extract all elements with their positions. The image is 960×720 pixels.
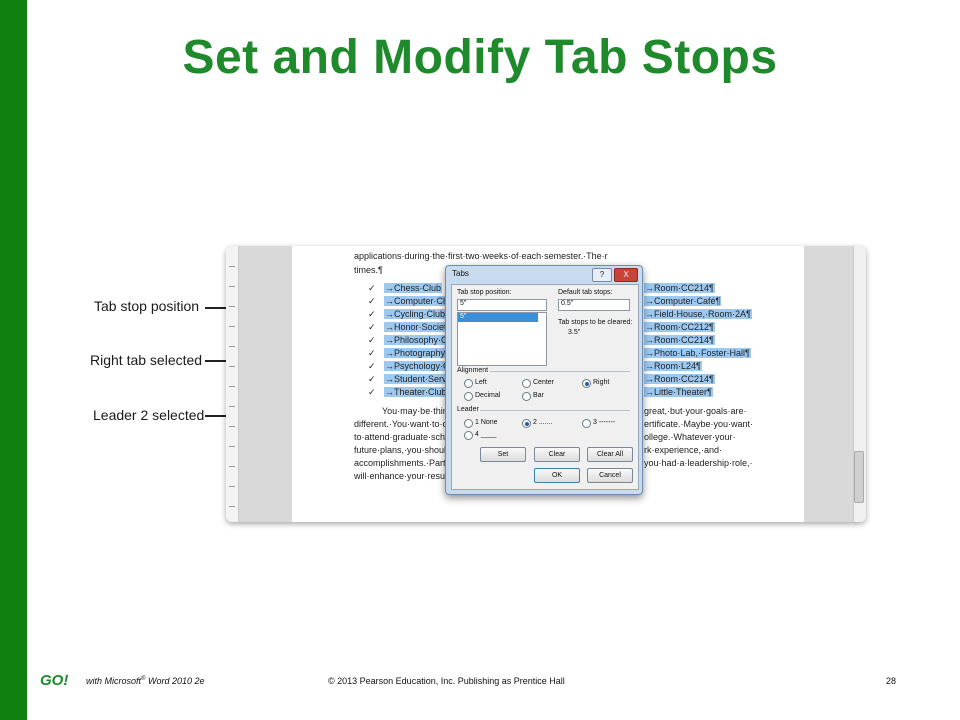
room-cell: →Room·CC214¶ [644,335,715,345]
dialog-body: Tab stop position: 5" 5" Default tab sto… [451,284,639,490]
leader-1-label: 1 None [475,419,498,426]
alignment-left-label: Left [475,379,487,386]
alignment-right-radio[interactable] [582,379,591,388]
club-row: ✓→Photography·Club [368,348,468,358]
callout-tab-stop-position: Tab stop position [94,298,200,314]
club-row: ✓→Computer·Club [368,296,457,306]
leader-2-label: 2 ....... [533,419,553,426]
tabs-dialog: Tabs ? X Tab stop position: 5" 5" Defaul… [445,265,643,495]
club-row: ✓→Student·Service·C [368,374,469,384]
tab-stop-list-item[interactable]: 5" [458,313,538,322]
default-tab-stops-label: Default tab stops: [558,289,613,296]
clear-button[interactable]: Clear [534,447,580,462]
checkmark-icon: ✓ [368,348,376,358]
leader-2-radio[interactable] [522,419,531,428]
para-right: great,·but·your·goals·are· [644,406,747,416]
para-right: you·had·a·leadership·role,· [644,458,753,468]
alignment-bar-label: Bar [533,392,544,399]
para-left: future·plans,·you·should·h [354,445,460,455]
leader-4-label: 4 ____ [475,431,497,438]
para-left: You·may·be·thinki [382,406,455,416]
alignment-center-radio[interactable] [522,379,531,388]
callout-right-tab-selected: Right tab selected [90,352,203,368]
go-logo: GO! [40,672,68,688]
slide-title: Set and Modify Tab Stops [182,31,778,84]
svg-text:GO!: GO! [40,672,68,688]
tab-stops-cleared-label: Tab stops to be cleared: [558,319,633,326]
clear-all-button[interactable]: Clear All [587,447,633,462]
para-right: ertificate.·Maybe·you·want· [644,419,754,429]
room-cell: →Little·Theater¶ [644,387,713,397]
para-right: ollege.·Whatever·your· [644,432,736,442]
para-left: different.·You·want·to·con [354,419,458,429]
footer-copyright: © 2013 Pearson Education, Inc. Publishin… [328,676,565,686]
tab-stop-position-input[interactable]: 5" [457,299,547,311]
tab-stop-list[interactable]: 5" [457,312,547,366]
club-row: ✓→Chess·Club [368,283,443,293]
close-button[interactable]: X [614,268,638,282]
default-tab-stops-input[interactable]: 0.5" [558,299,630,311]
doc-times: times.¶ [354,265,383,275]
left-accent-bar [0,0,27,720]
tab-stops-cleared-value: 3.5" [568,329,581,336]
leader-group-label: Leader [457,406,479,413]
ok-button[interactable]: OK [534,468,580,483]
club-row: ✓→Psychology·Club [368,361,463,371]
club-row: ✓→Theater·Club [368,387,448,397]
cancel-button[interactable]: Cancel [587,468,633,483]
alignment-right-label: Right [593,379,610,386]
callout-leader-2-selected: Leader 2 selected [93,407,205,423]
leader-1-radio[interactable] [464,419,473,428]
room-cell: →Computer·Café¶ [644,296,722,306]
room-cell: →Photo·Lab,·Foster·Hall¶ [644,348,751,358]
leader-3-radio[interactable] [582,419,591,428]
para-right: rk·experience,·and· [644,445,723,455]
doc-top-line: applications·during·the·first·two·weeks·… [354,251,608,261]
room-cell: →Room·CC214¶ [644,283,715,293]
checkmark-icon: ✓ [368,335,376,345]
alignment-bar-radio[interactable] [522,392,531,401]
footer-product: with Microsoft® Word 2010 2e [86,676,205,686]
checkmark-icon: ✓ [368,309,376,319]
club-row: ✓→Philosophy·Club [368,335,461,345]
checkmark-icon: ✓ [368,361,376,371]
set-button[interactable]: Set [480,447,526,462]
help-button[interactable]: ? [592,268,612,282]
para-left: accomplishments.·Particip [354,458,460,468]
room-cell: →Room·CC214¶ [644,374,715,384]
para-left: to·attend·graduate·school [354,432,458,442]
tab-stop-position-label: Tab stop position: [457,289,512,296]
vertical-scrollbar[interactable] [853,246,866,522]
scrollbar-thumb[interactable] [854,451,864,503]
vertical-ruler [226,246,239,522]
dialog-title: Tabs [452,269,469,278]
leader-4-radio[interactable] [464,431,473,440]
page-number: 28 [886,676,897,686]
room-cell: →Room·CC212¶ [644,322,715,332]
leader-3-label: 3 ------- [593,419,616,426]
alignment-center-label: Center [533,379,555,386]
club-row: ✓→Honor·Society [368,322,453,332]
room-cell: →Room·L24¶ [644,361,702,371]
checkmark-icon: ✓ [368,387,376,397]
alignment-group-label: Alignment [457,367,489,374]
checkmark-icon: ✓ [368,374,376,384]
checkmark-icon: ✓ [368,296,376,306]
alignment-decimal-radio[interactable] [464,392,473,401]
checkmark-icon: ✓ [368,322,376,332]
para-left: will·enhance·your·resume [354,471,458,481]
room-cell: →Field·House,·Room·2A¶ [644,309,752,319]
club-row: ✓→Cycling·Club [368,309,447,319]
checkmark-icon: ✓ [368,283,376,293]
alignment-left-radio[interactable] [464,379,473,388]
alignment-decimal-label: Decimal [475,392,501,399]
